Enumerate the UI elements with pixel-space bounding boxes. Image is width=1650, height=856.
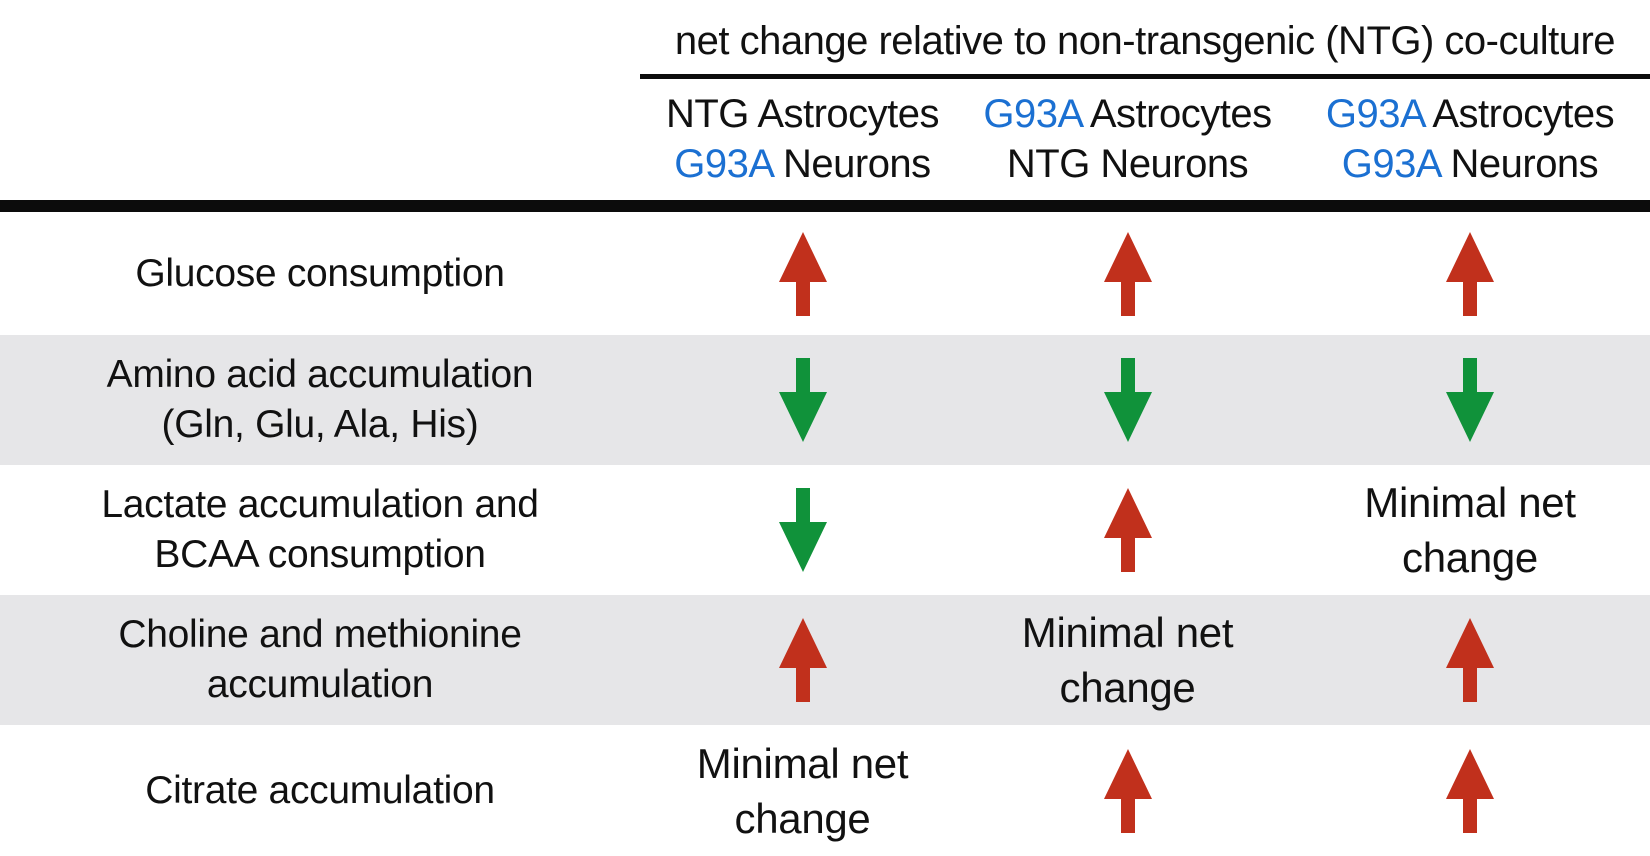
- table-cell: [640, 465, 965, 595]
- minimal-net-change-text: Minimal net change: [1364, 475, 1576, 585]
- row-label-line: Glucose consumption: [135, 251, 505, 295]
- row-label: Glucose consumption: [0, 249, 640, 299]
- column-header-line: G93A Astrocytes: [1290, 89, 1650, 139]
- minimal-net-change-text: Minimal net change: [696, 736, 909, 846]
- genotype-label: G93A: [1325, 92, 1425, 136]
- up-arrow-icon: [778, 618, 827, 702]
- table-cell: [640, 212, 965, 335]
- table-row: Citrate accumulation Minimal net change: [0, 725, 1650, 856]
- table-header-right: net change relative to non-transgenic (N…: [640, 0, 1650, 189]
- cell-type-label: Astrocytes: [1081, 92, 1272, 136]
- minimal-net-change-line: change: [734, 794, 871, 842]
- row-label-line: Choline and methionine: [118, 613, 522, 656]
- table-cell: [1290, 212, 1650, 335]
- table-cell: Minimal net change: [640, 725, 965, 856]
- up-arrow-icon: [1103, 488, 1152, 572]
- header-underline-rule: [640, 74, 1650, 79]
- column-header-line: G93A Neurons: [1290, 139, 1650, 189]
- down-arrow-icon: [778, 488, 827, 572]
- down-arrow-icon: [1103, 358, 1152, 442]
- row-label-line: Citrate accumulation: [145, 768, 495, 812]
- column-header-line: NTG Neurons: [965, 139, 1290, 189]
- cell-type-label: Astrocytes: [748, 92, 940, 136]
- up-arrow-icon: [1446, 231, 1494, 316]
- table-cell: [1290, 595, 1650, 725]
- up-arrow-icon: [1103, 231, 1152, 316]
- row-label-line: (Gln, Glu, Ala, His): [161, 403, 479, 446]
- header-divider-rule: [0, 200, 1650, 212]
- table-header: net change relative to non-transgenic (N…: [0, 0, 1650, 200]
- minimal-net-change-text: Minimal net change: [1021, 605, 1234, 715]
- table-row: Choline and methionine accumulation Minima…: [0, 595, 1650, 725]
- row-label: Choline and methionine accumulation: [0, 610, 640, 710]
- row-label: Citrate accumulation: [0, 766, 640, 816]
- row-label-line: accumulation: [206, 663, 434, 706]
- up-arrow-icon: [1446, 618, 1494, 702]
- table-row: Glucose consumption: [0, 212, 1650, 335]
- table-cell: Minimal net change: [965, 595, 1290, 725]
- table-cell: [640, 335, 965, 465]
- row-label-line: Lactate accumulation and: [101, 483, 539, 526]
- minimal-net-change-line: Minimal net: [1021, 609, 1234, 656]
- table-row: Amino acid accumulation (Gln, Glu, Ala, H…: [0, 335, 1650, 465]
- minimal-net-change-line: change: [1059, 664, 1196, 711]
- minimal-net-change-line: change: [1402, 534, 1538, 581]
- up-arrow-icon: [1446, 748, 1494, 833]
- genotype-label: NTG: [1006, 142, 1090, 186]
- table-cell: [965, 335, 1290, 465]
- row-label: Amino acid accumulation (Gln, Glu, Ala, H…: [0, 350, 640, 450]
- genotype-label: G93A: [1341, 142, 1441, 186]
- table-title: net change relative to non-transgenic (N…: [674, 19, 1616, 63]
- cell-type-label: Neurons: [1439, 142, 1599, 186]
- down-arrow-icon: [778, 358, 827, 442]
- up-arrow-icon: [778, 231, 827, 316]
- genotype-label: NTG: [665, 92, 749, 136]
- cell-type-label: Astrocytes: [1423, 92, 1615, 136]
- minimal-net-change-line: Minimal net: [696, 739, 909, 787]
- table-cell: [965, 212, 1290, 335]
- genotype-label: G93A: [983, 92, 1082, 136]
- table-cell: Minimal net change: [1290, 465, 1650, 595]
- table-cell: [965, 725, 1290, 856]
- table-cell: [1290, 725, 1650, 856]
- row-label-line: BCAA consumption: [154, 533, 486, 576]
- column-header-line: G93A Astrocytes: [965, 89, 1290, 139]
- table-cell: [640, 595, 965, 725]
- column-header-line: G93A Neurons: [640, 139, 965, 189]
- minimal-net-change-line: Minimal net: [1364, 479, 1576, 526]
- table-cell: [965, 465, 1290, 595]
- cell-type-label: Neurons: [772, 142, 931, 186]
- genotype-label: G93A: [674, 142, 773, 186]
- column-header-line: NTG Astrocytes: [640, 89, 965, 139]
- cell-type-label: Neurons: [1089, 142, 1249, 186]
- up-arrow-icon: [1103, 748, 1152, 833]
- down-arrow-icon: [1446, 358, 1494, 442]
- row-label-line: Amino acid accumulation: [106, 353, 534, 396]
- table-cell: [1290, 335, 1650, 465]
